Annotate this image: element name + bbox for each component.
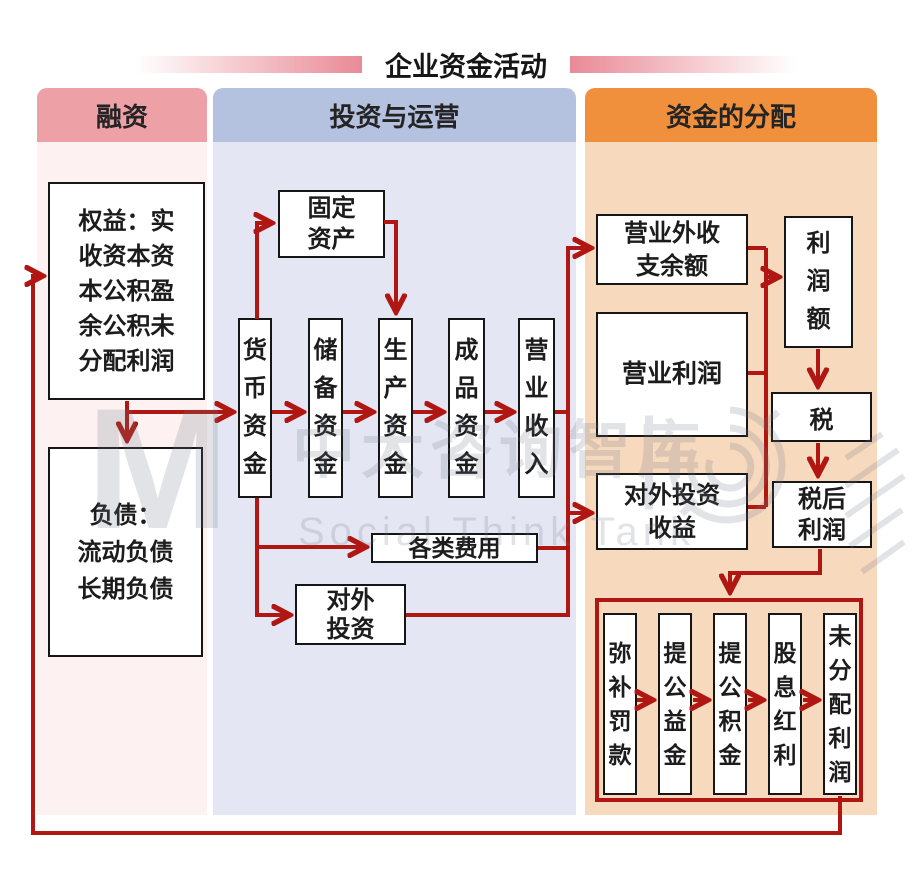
node-equity-line: 分配利润 <box>78 347 175 375</box>
page-title: 企业资金活动 <box>385 51 547 82</box>
node-production-funds-label: 生产资金 <box>383 337 408 478</box>
node-undistributed-profit: 未分配利润 <box>823 613 857 795</box>
node-equity-line: 权益：实 <box>78 207 175 235</box>
node-external-investment-line: 对外 <box>326 586 375 614</box>
node-after-tax-profit-line: 税后 <box>798 485 846 513</box>
node-non-operating-balance-line: 支余额 <box>636 252 708 280</box>
header-allocation: 资金的分配 <box>585 88 877 142</box>
header-operations: 投资与运营 <box>213 88 576 142</box>
node-operating-profit-label: 营业利润 <box>621 359 722 388</box>
node-fixed-assets: 固定 资产 <box>278 190 385 258</box>
node-equity-line: 余公积未 <box>78 312 175 340</box>
node-operating-profit: 营业利润 <box>596 312 748 437</box>
node-external-investment-income-line: 对外投资 <box>624 481 720 509</box>
node-non-operating-balance: 营业外收 支余额 <box>596 214 748 285</box>
node-profit-amount: 利润额 <box>784 216 853 348</box>
node-welfare-fund: 提公益金 <box>658 613 692 795</box>
node-undistributed-profit-label: 未分配利润 <box>828 623 852 785</box>
node-liabilities-line: 负债： <box>89 501 162 529</box>
node-reserve-funds-label: 储备资金 <box>313 337 338 478</box>
node-external-investment-income: 对外投资 收益 <box>596 473 748 550</box>
header-financing-label: 融资 <box>95 101 148 132</box>
node-dividends-label: 股息红利 <box>773 640 797 768</box>
node-after-tax-profit-line: 利润 <box>798 516 846 544</box>
header-allocation-label: 资金的分配 <box>665 101 796 132</box>
node-after-tax-profit: 税后 利润 <box>772 481 872 548</box>
node-operating-revenue-label: 营业收入 <box>524 337 549 478</box>
node-welfare-fund-label: 提公益金 <box>663 640 687 768</box>
node-reserve-funds: 储备资金 <box>308 318 343 498</box>
node-external-investment-line: 投资 <box>326 615 375 643</box>
node-liabilities-line: 长期负债 <box>77 575 174 603</box>
node-equity-line: 本公积盈 <box>78 277 175 305</box>
node-equity: 权益：实 收资本资 本公积盈 余公积未 分配利润 <box>48 182 205 400</box>
node-liabilities-line: 流动负债 <box>77 538 174 566</box>
node-dividends: 股息红利 <box>768 613 802 795</box>
node-external-investment: 对外 投资 <box>295 584 406 645</box>
node-finished-goods-funds: 成品资金 <box>448 318 485 498</box>
node-cover-fines-label: 弥补罚款 <box>608 640 632 768</box>
node-expenses: 各类费用 <box>371 533 538 563</box>
node-fixed-assets-line: 资产 <box>307 226 356 253</box>
node-external-investment-income-line: 收益 <box>648 514 696 542</box>
node-fixed-assets-line: 固定 <box>307 195 356 222</box>
node-accumulation-fund: 提公积金 <box>713 613 747 795</box>
node-profit-amount-label: 利润额 <box>806 230 831 333</box>
header-operations-label: 投资与运营 <box>329 101 460 132</box>
node-operating-revenue: 营业收入 <box>518 318 555 498</box>
node-cover-fines: 弥补罚款 <box>603 613 637 795</box>
node-tax: 税 <box>771 392 872 442</box>
title-bar-right-decoration <box>570 55 797 73</box>
node-monetary-funds: 货币资金 <box>238 318 272 498</box>
node-production-funds: 生产资金 <box>378 318 413 498</box>
diagram-title-row: 企业资金活动 <box>135 52 797 82</box>
node-expenses-label: 各类费用 <box>408 534 501 561</box>
node-non-operating-balance-line: 营业外收 <box>624 219 720 247</box>
node-liabilities: 负债： 流动负债 长期负债 <box>48 447 203 657</box>
node-monetary-funds-label: 货币资金 <box>242 337 267 478</box>
title-bar-left-decoration <box>135 55 362 73</box>
node-tax-label: 税 <box>809 406 834 434</box>
header-financing: 融资 <box>37 88 207 142</box>
node-finished-goods-funds-label: 成品资金 <box>454 337 479 478</box>
node-equity-line: 收资本资 <box>78 242 175 270</box>
node-accumulation-fund-label: 提公积金 <box>718 640 742 768</box>
